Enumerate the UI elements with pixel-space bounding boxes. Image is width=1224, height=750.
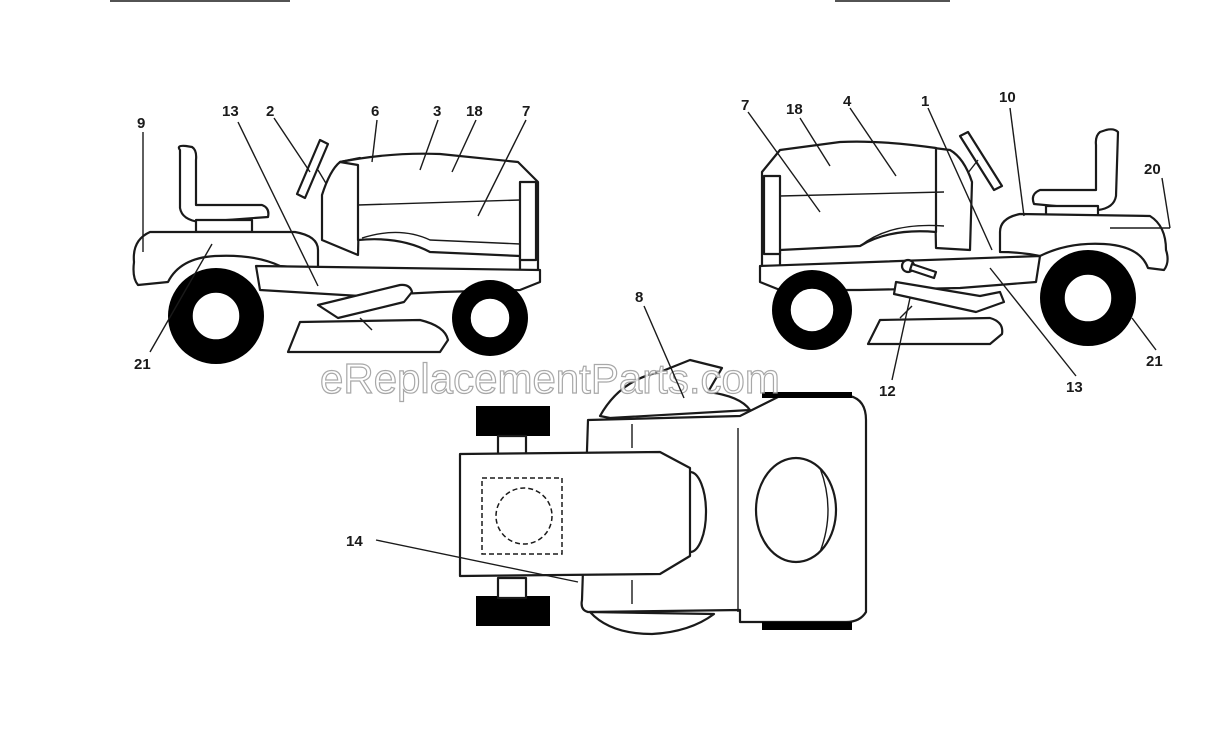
callout-8-top: 8: [635, 289, 643, 306]
watermark-text: eReplacementParts.com: [320, 355, 780, 402]
callout-6-left: 6: [371, 103, 379, 120]
leader-lines: [142, 107, 1171, 583]
callout-3-left: 3: [433, 103, 441, 120]
tractor-left-side-view: [132, 138, 542, 364]
callout-7-right: 7: [741, 97, 749, 114]
tractor-top-view: [458, 358, 868, 636]
callout-1-right: 1: [921, 93, 929, 110]
callout-13-left: 13: [222, 103, 239, 120]
callout-20-right: 20: [1144, 161, 1161, 178]
callout-4-right: 4: [843, 93, 852, 110]
callout-14-top: 14: [346, 533, 363, 550]
callouts-top: 8 14: [346, 289, 643, 550]
callout-12-right: 12: [879, 383, 896, 400]
callouts-left: 9 13 2 6 3 18 7 21: [134, 103, 530, 373]
callout-10-right: 10: [999, 89, 1016, 106]
callout-7-left: 7: [522, 103, 530, 120]
callout-21-right: 21: [1146, 353, 1163, 370]
callout-18-right: 18: [786, 101, 803, 118]
tractor-right-side-view: [758, 128, 1169, 350]
callout-13-right: 13: [1066, 379, 1083, 396]
callout-9-left: 9: [137, 115, 145, 132]
callout-2-left: 2: [266, 103, 274, 120]
callout-21-left: 21: [134, 356, 151, 373]
callouts-right: 7 18 4 1 10 20 21 12 13: [741, 89, 1163, 400]
callout-18-left: 18: [466, 103, 483, 120]
